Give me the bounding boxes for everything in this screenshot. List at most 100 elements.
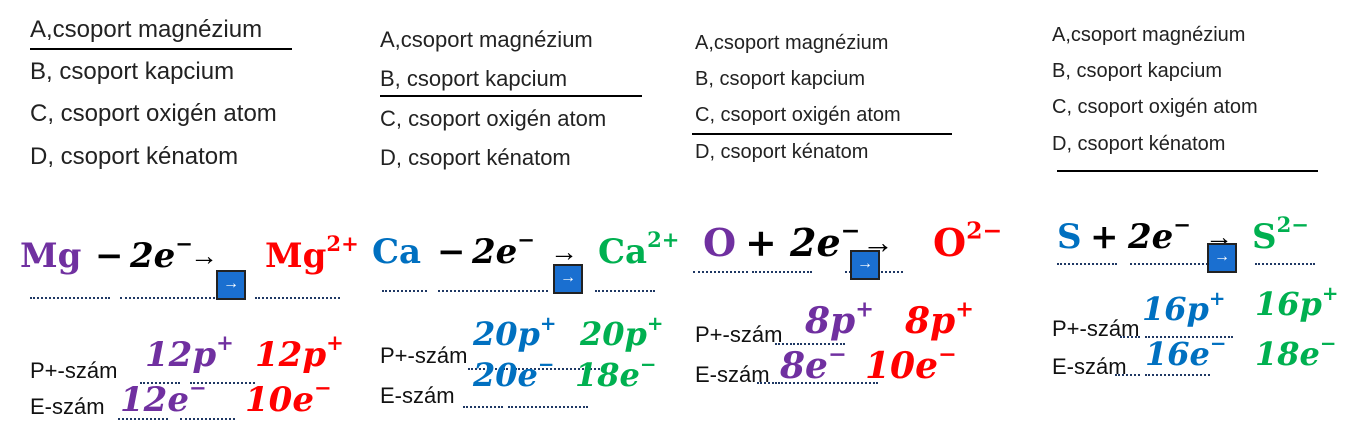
atom-proton-count-value: 16p — [1142, 290, 1209, 328]
reaction-arrow: → — [190, 240, 218, 271]
atom-proton-count-value: 8p — [805, 300, 856, 342]
option-d[interactable]: D, csoport kénatom — [30, 143, 239, 170]
selected-option-underline — [692, 133, 952, 135]
operator: − — [437, 232, 466, 272]
ion-electron-count-value: 18e — [1255, 335, 1320, 373]
proton-count-label: P+-szám — [1052, 316, 1140, 341]
option-a[interactable]: A,csoport magnézium — [695, 32, 889, 54]
answer-blank[interactable] — [752, 271, 812, 273]
option-a[interactable]: A,csoport magnézium — [30, 16, 263, 43]
atom-electron-count-value: 8e — [780, 345, 828, 387]
option-c[interactable]: C, csoport oxigén atom — [695, 104, 901, 126]
proton-blank[interactable] — [190, 382, 255, 384]
arrow-box-icon[interactable]: → — [216, 270, 246, 300]
arrow-box-icon[interactable]: → — [850, 250, 880, 280]
electron-count-label: E-szám — [695, 362, 770, 387]
arrow-box-icon[interactable]: → — [553, 264, 583, 294]
option-c[interactable]: C, csoport oxigén atom — [380, 106, 607, 131]
proton-blank[interactable] — [775, 343, 795, 345]
atom-proton-count-sup: + — [539, 311, 557, 336]
ion-proton-count: 12p+ — [255, 332, 344, 375]
ion-proton-count-value: 16p — [1255, 285, 1322, 323]
option-d[interactable]: D, csoport kénatom — [695, 141, 869, 163]
electron-term-sup: − — [175, 231, 193, 257]
atom-proton-count-value: 20p — [473, 315, 540, 353]
reaction-arrow: → — [550, 236, 578, 267]
electron-term-sup: − — [840, 216, 861, 245]
electron-term-sup: − — [517, 227, 535, 253]
ion-electron-count: 10e− — [865, 343, 957, 387]
proton-count-label: P+-szám — [30, 358, 118, 383]
atom-electron-count: 16e− — [1145, 333, 1227, 373]
option-a[interactable]: A,csoport magnézium — [380, 27, 593, 52]
atom-proton-count-value: 12p — [145, 335, 217, 375]
ion-proton-count-sup: + — [1321, 281, 1339, 306]
reactant: Mg — [20, 236, 82, 276]
option-b[interactable]: B, csoport kapcium — [695, 68, 866, 90]
ion-electron-count-value: 10e — [245, 380, 314, 420]
ion-proton-count: 16p+ — [1255, 283, 1339, 323]
atom-electron-count: 8e− — [780, 343, 847, 387]
option-b[interactable]: B, csoport kapcium — [30, 58, 235, 85]
proton-count-label: P+-szám — [695, 322, 783, 347]
proton-blank[interactable] — [468, 368, 508, 370]
reactant: O — [703, 220, 737, 265]
ion-electron-count-sup: − — [639, 352, 657, 377]
electron-term: 2e− — [1128, 214, 1191, 257]
product: S2− — [1252, 214, 1309, 257]
answer-blank[interactable] — [382, 290, 427, 292]
operator: − — [95, 236, 124, 276]
atom-proton-count-sup: + — [1208, 286, 1226, 311]
electron-blank[interactable] — [1115, 374, 1140, 376]
electron-blank[interactable] — [757, 382, 777, 384]
product-charge: 2+ — [326, 231, 359, 257]
electron-blank[interactable] — [1145, 374, 1210, 376]
proton-blank[interactable] — [797, 343, 845, 345]
electron-blank[interactable] — [180, 418, 235, 420]
answer-blank[interactable] — [595, 290, 655, 292]
ion-electron-count-sup: − — [1319, 331, 1337, 356]
electron-blank[interactable] — [508, 406, 588, 408]
proton-blank[interactable] — [1120, 336, 1140, 338]
answer-blank[interactable] — [438, 290, 548, 292]
answer-blank[interactable] — [693, 271, 748, 273]
product: Mg2+ — [265, 233, 359, 276]
option-d[interactable]: D, csoport kénatom — [380, 145, 571, 170]
electron-blank[interactable] — [778, 382, 878, 384]
atom-proton-count: 8p+ — [805, 298, 874, 342]
electron-blank[interactable] — [463, 406, 503, 408]
proton-blank[interactable] — [515, 368, 600, 370]
product-charge: 2− — [966, 216, 1003, 245]
proton-blank[interactable] — [1145, 336, 1233, 338]
answer-blank[interactable] — [1130, 263, 1208, 265]
answer-blank[interactable] — [1057, 263, 1117, 265]
option-c[interactable]: C, csoport oxigén atom — [1052, 96, 1258, 118]
answer-blank[interactable] — [120, 297, 215, 299]
atom-electron-count: 20e− — [473, 354, 555, 394]
reactant: Ca — [372, 232, 422, 272]
answer-blank[interactable] — [1255, 263, 1315, 265]
selected-option-underline — [30, 48, 292, 50]
operator: + — [1090, 217, 1119, 257]
ion-proton-count: 8p+ — [905, 298, 974, 342]
product: Ca2+ — [598, 229, 679, 272]
electron-blank[interactable] — [118, 418, 168, 420]
option-b[interactable]: B, csoport kapcium — [1052, 60, 1223, 82]
option-b[interactable]: B, csoport kapcium — [380, 66, 568, 91]
answer-blank[interactable] — [30, 297, 110, 299]
arrow-box-icon[interactable]: → — [1207, 243, 1237, 273]
proton-blank[interactable] — [140, 382, 180, 384]
option-c[interactable]: C, csoport oxigén atom — [30, 100, 277, 127]
ion-proton-count-sup: + — [326, 330, 344, 356]
answer-blank[interactable] — [255, 297, 340, 299]
ion-electron-count: 18e− — [575, 354, 657, 394]
atom-electron-count: 12e− — [120, 377, 207, 420]
option-a[interactable]: A,csoport magnézium — [1052, 24, 1246, 46]
ion-electron-count-sup: − — [938, 341, 957, 368]
option-d[interactable]: D, csoport kénatom — [1052, 133, 1226, 155]
electron-count-label: E-szám — [30, 394, 105, 419]
electron-count-label: E-szám — [380, 383, 455, 408]
ion-electron-count-sup: − — [313, 375, 332, 401]
product-charge: 2− — [1276, 212, 1309, 238]
electron-term-sup: − — [1173, 212, 1191, 238]
